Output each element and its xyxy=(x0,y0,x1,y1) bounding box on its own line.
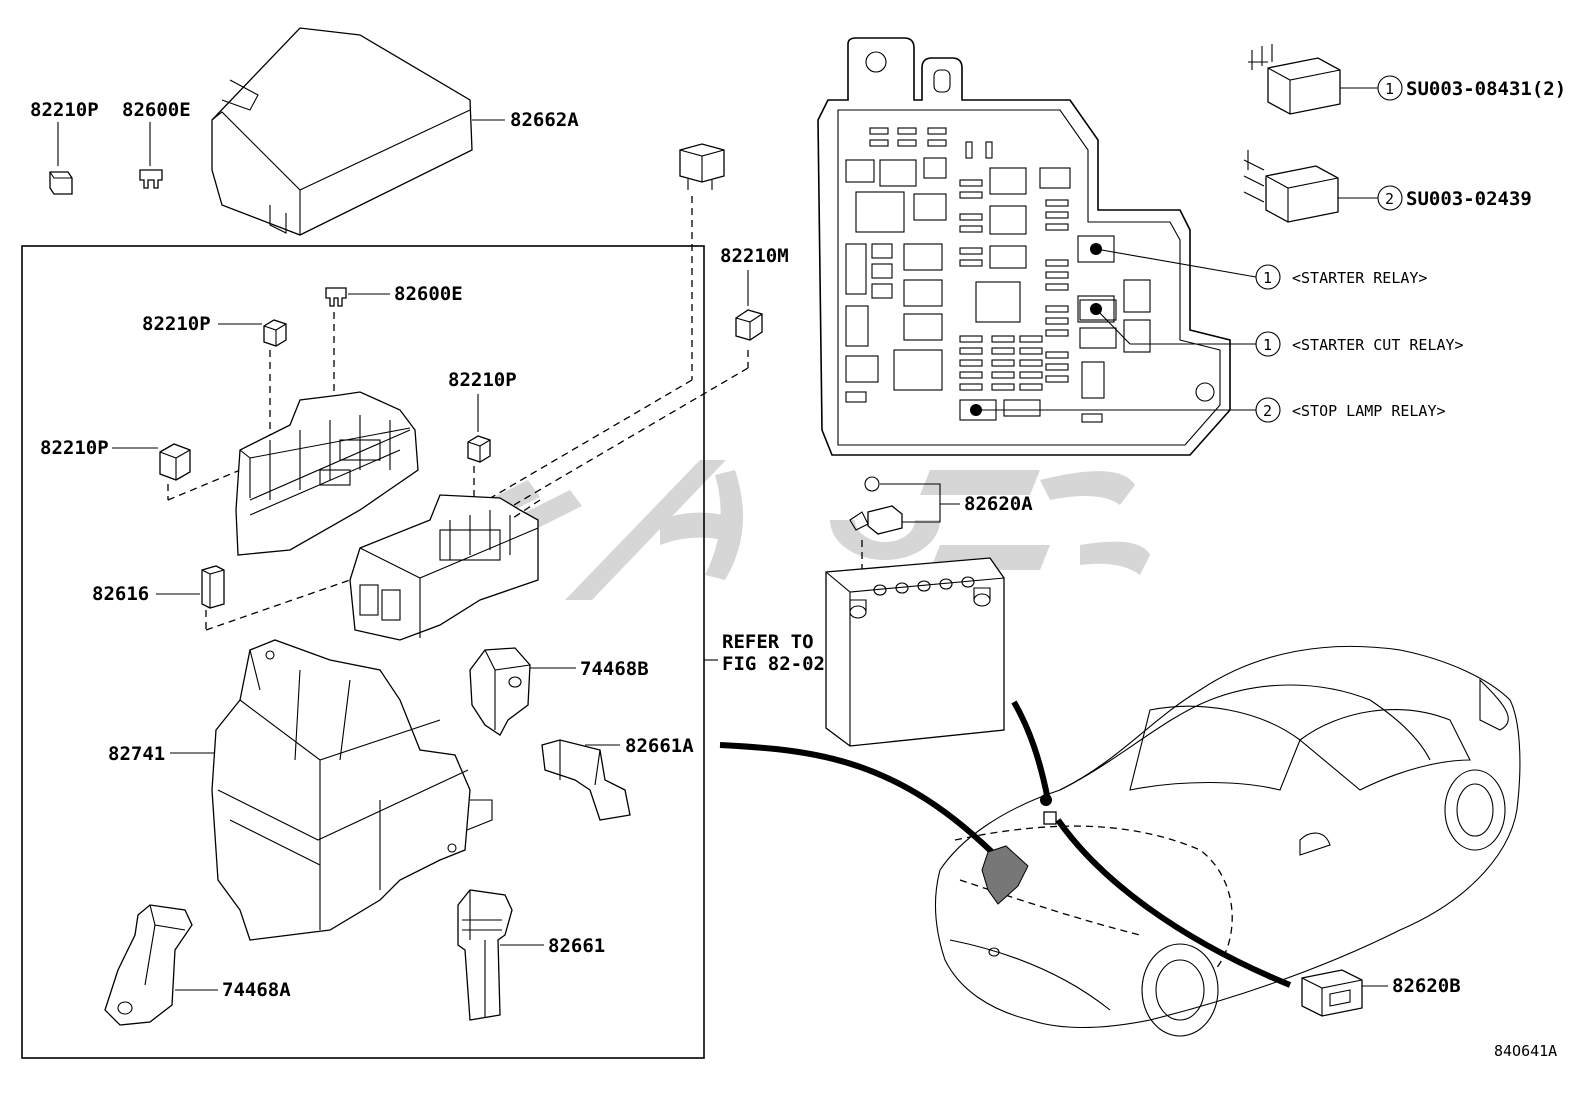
callout-82210P-b: 82210P xyxy=(448,369,517,391)
starter-cut-relay-socket xyxy=(1077,295,1115,323)
callout-82741: 82741 xyxy=(108,743,165,765)
leader-thick-82620B xyxy=(1055,818,1292,988)
part-74468A-bracket xyxy=(104,904,218,1026)
guide-dash-3 xyxy=(509,499,541,521)
part-82662A-fuse-box-cover xyxy=(211,27,505,236)
callout-82210M: 82210M xyxy=(720,245,789,267)
part-fuse-block-lower xyxy=(349,494,539,641)
part-82210P-a xyxy=(218,319,287,470)
relay-small-top xyxy=(469,143,725,511)
part-82661-bracket xyxy=(457,889,544,1021)
relay-legend-1: 1 SU003-08431(2) xyxy=(1248,44,1566,115)
watermark-logo xyxy=(470,460,1150,600)
part-82741-fuse-tray xyxy=(170,639,493,941)
callout-74468B: 74468B xyxy=(580,658,649,680)
relay-position-num: 2 xyxy=(1263,402,1272,420)
figure-code: 84O641A xyxy=(1494,1042,1557,1060)
callout-82210P-top: 82210P xyxy=(30,99,99,121)
car-outline xyxy=(934,645,1521,1037)
part-82210P-top xyxy=(49,122,73,195)
refer-note-line2: FIG 82-02 xyxy=(722,653,825,675)
relay-position-num: 1 xyxy=(1263,336,1272,354)
starter-relay-socket xyxy=(1077,235,1115,263)
part-74468B-bracket xyxy=(469,647,576,736)
callout-82662A: 82662A xyxy=(510,109,579,131)
relay-position-label: <STARTER RELAY> xyxy=(1292,269,1427,287)
part-82620B xyxy=(1301,969,1388,1017)
callout-82620B: 82620B xyxy=(1392,975,1461,997)
part-82210P-c xyxy=(112,443,246,501)
relay-legend-num: 1 xyxy=(1385,80,1394,98)
callout-82600E-in: 82600E xyxy=(394,283,463,305)
part-82661A-bracket xyxy=(541,739,631,821)
relay-legend-part: SU003-02439 xyxy=(1406,188,1532,210)
battery xyxy=(825,557,1005,747)
part-82616 xyxy=(156,565,225,609)
fuse-box-layout xyxy=(817,37,1257,456)
part-fuse-block-upper xyxy=(235,391,419,556)
part-82600E-top xyxy=(139,122,163,189)
relay-position-label: <STARTER CUT RELAY> xyxy=(1292,336,1464,354)
callout-82600E-top: 82600E xyxy=(122,99,191,121)
relay-legend-2: 2 SU003-02439 xyxy=(1243,150,1532,223)
callout-82661: 82661 xyxy=(548,935,605,957)
leader-dot xyxy=(1040,794,1052,806)
callout-74468A: 74468A xyxy=(222,979,291,1001)
refer-note-line1: REFER TO xyxy=(722,631,814,653)
relay-position-label: <STOP LAMP RELAY> xyxy=(1292,402,1446,420)
callout-82620A: 82620A xyxy=(964,493,1033,515)
guide-dash-1 xyxy=(205,579,351,631)
leader-thick-fusebox xyxy=(719,742,1003,863)
relay-position-starter-cut: 1 <STARTER CUT RELAY> xyxy=(1255,331,1464,357)
callout-82616: 82616 xyxy=(92,583,149,605)
leader-thick-battery xyxy=(1011,700,1051,801)
callout-82661A: 82661A xyxy=(625,735,694,757)
relay-position-stop-lamp: 2 <STOP LAMP RELAY> xyxy=(1255,397,1446,423)
relay-position-starter: 1 <STARTER RELAY> xyxy=(1255,264,1427,290)
part-82210P-b xyxy=(467,394,491,500)
relay-legend-part: SU003-08431(2) xyxy=(1406,78,1566,100)
relay-legend-num: 2 xyxy=(1385,190,1394,208)
assembly-frame xyxy=(21,245,705,1059)
callout-82210P-a: 82210P xyxy=(142,313,211,335)
fuse-cells xyxy=(845,127,1151,423)
callout-82210P-c: 82210P xyxy=(40,437,109,459)
relay-position-num: 1 xyxy=(1263,269,1272,287)
